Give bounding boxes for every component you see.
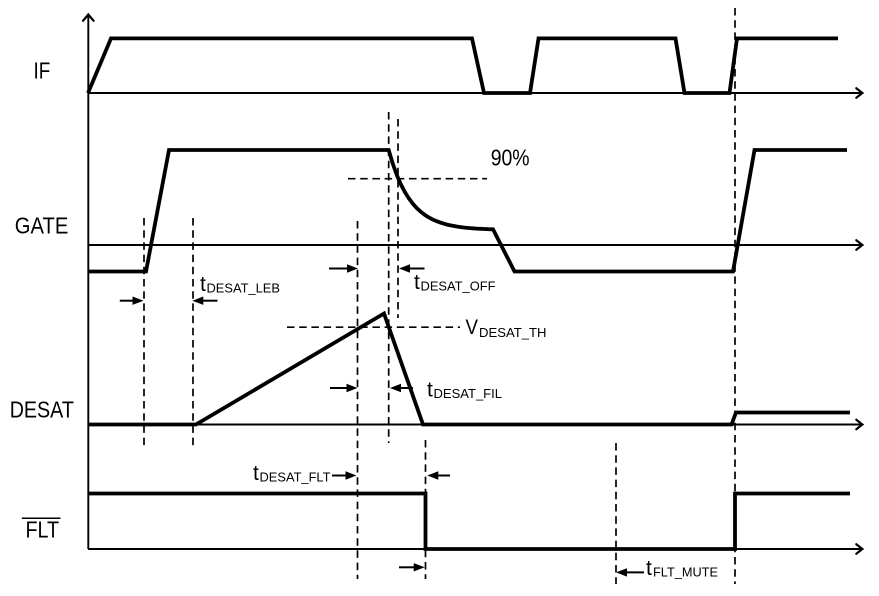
svg-text:t: t: [253, 462, 259, 485]
svg-text:DESAT_LEB: DESAT_LEB: [207, 281, 281, 296]
svg-text:t: t: [200, 273, 206, 296]
svg-text:DESAT: DESAT: [10, 396, 74, 422]
svg-text:90%: 90%: [491, 145, 530, 171]
svg-text:DESAT_FIL: DESAT_FIL: [434, 386, 503, 401]
svg-text:t: t: [427, 379, 433, 402]
svg-text:DESAT_TH: DESAT_TH: [479, 325, 547, 340]
svg-text:FLT_MUTE: FLT_MUTE: [653, 565, 718, 580]
svg-text:IF: IF: [34, 58, 51, 84]
svg-text:GATE: GATE: [15, 213, 69, 239]
svg-text:DESAT_OFF: DESAT_OFF: [421, 279, 496, 294]
svg-text:DESAT_FLT: DESAT_FLT: [260, 470, 331, 485]
svg-text:t: t: [414, 271, 420, 294]
svg-text:t: t: [646, 557, 652, 580]
svg-text:V: V: [466, 316, 479, 339]
svg-text:FLT: FLT: [26, 516, 60, 542]
